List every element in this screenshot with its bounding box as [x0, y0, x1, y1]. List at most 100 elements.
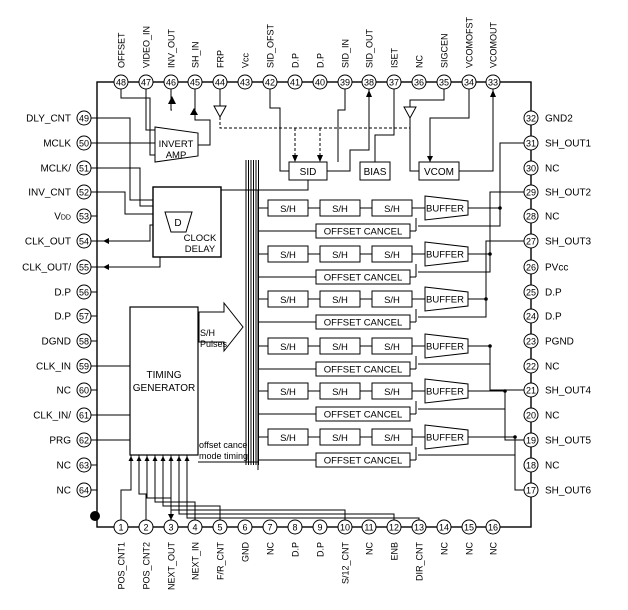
pin-circle: [138, 519, 154, 535]
feedback: [418, 391, 506, 410]
vcomout-wire: [459, 89, 494, 172]
invert-amp-label-2: AMP: [166, 150, 187, 161]
sh-block: [319, 337, 361, 355]
buffer-block: [424, 378, 469, 404]
pin-circle: [523, 482, 539, 498]
sh-block: [267, 382, 309, 400]
pin-number-4: 4: [192, 522, 197, 532]
pin-label-12: ENB: [390, 542, 400, 561]
sh-block: [319, 199, 361, 217]
feedback: [418, 346, 491, 365]
buffer-label: BUFFER: [426, 387, 464, 398]
pin-number-54: 54: [79, 236, 89, 246]
pin-circle: [76, 333, 92, 349]
pin-number-16: 16: [488, 522, 498, 532]
pin-label-58: DGND: [42, 337, 71, 348]
buffer-label: BUFFER: [426, 250, 464, 261]
pin-circle: [76, 308, 92, 324]
pin-number-59: 59: [79, 361, 89, 371]
offset-cancel-block: [315, 314, 411, 330]
pin-64: 64: [76, 482, 92, 498]
d-label: D: [174, 218, 181, 229]
out-route: [489, 191, 524, 254]
pin-8: 8: [287, 519, 303, 535]
timing-label-2: GENERATOR: [133, 383, 195, 394]
pin-number-58: 58: [79, 336, 89, 346]
pin-label-38: SID_OUT: [365, 28, 375, 68]
pin-circle: [76, 110, 92, 126]
pin-circle: [76, 208, 92, 224]
sh-block: [319, 245, 361, 263]
pin-circle: [76, 160, 92, 176]
pin-circle: [113, 519, 129, 535]
sid-in-wire: [337, 89, 346, 162]
pin-6: 6: [237, 519, 253, 535]
pin-circle: [76, 407, 92, 423]
sid-to-bus: [258, 180, 309, 191]
arrowhead-sid-2: [317, 155, 323, 162]
pin-number-31: 31: [526, 138, 536, 148]
pin-7: 7: [262, 519, 278, 535]
arrowhead-sid-out: [366, 90, 372, 97]
sid-block: [288, 161, 328, 181]
pin-circle: [76, 184, 92, 200]
pin-44: 44: [212, 74, 228, 90]
sh-block: [371, 245, 413, 263]
pin-label-15: NC: [465, 542, 475, 555]
pin-number-15: 15: [464, 522, 474, 532]
pin-9: 9: [312, 519, 328, 535]
pin-circle: [523, 208, 539, 224]
pin-circle: [523, 457, 539, 473]
pin-4: 4: [187, 519, 203, 535]
pin-number-42: 42: [265, 77, 275, 87]
pin-label-23: PGND: [545, 337, 574, 348]
pin-2: 2: [138, 519, 154, 535]
pin-circle: [485, 519, 501, 535]
pin-circle: [523, 407, 539, 423]
pin-36: 36: [411, 74, 427, 90]
pin-3: 3: [163, 519, 179, 535]
pin-circle: [461, 74, 477, 90]
pin-circle: [523, 382, 539, 398]
pin-17: 17: [523, 482, 539, 498]
pin-number-49: 49: [79, 113, 89, 123]
sh-label: S/H: [384, 342, 400, 353]
offset-cancel-block: [315, 406, 411, 422]
pin-26: 26: [523, 259, 539, 275]
pin-label-42: SID_OFST: [266, 23, 276, 68]
pin-label-13: DIR_CNT: [415, 542, 425, 582]
pin-number-7: 7: [267, 522, 272, 532]
pin-label-57: D.P: [54, 312, 71, 323]
pin-24: 24: [523, 308, 539, 324]
pin-circle: [287, 519, 303, 535]
offset-cancel-mode-label-1: offset cancel: [199, 440, 249, 450]
pin-label-50: MCLK: [43, 139, 71, 150]
pin-number-61: 61: [79, 410, 89, 420]
pin-label-2: POS_CNT2: [142, 542, 152, 590]
pin-circle: [76, 432, 92, 448]
pin-label-51: MCLK/: [40, 164, 71, 175]
pin-46: 46: [163, 74, 179, 90]
out-route: [489, 346, 524, 391]
pin-49: 49: [76, 110, 92, 126]
pin-number-34: 34: [464, 77, 474, 87]
pin-number-12: 12: [389, 522, 399, 532]
sh-block: [371, 382, 413, 400]
offset-cancel-label: OFFSET CANCEL: [324, 227, 402, 238]
bottom-wire: [186, 455, 420, 520]
pin-circle: [523, 284, 539, 300]
sh-label: S/H: [332, 433, 348, 444]
pin-label-26: PVcc: [545, 263, 568, 274]
buffer-label: BUFFER: [426, 433, 464, 444]
pin-number-39: 39: [340, 77, 350, 87]
inv-cnt-wire: [97, 191, 165, 215]
offset-cancel-block: [315, 269, 411, 285]
pin-61: 61: [76, 407, 92, 423]
pin-42: 42: [262, 74, 278, 90]
pin-23: 23: [523, 333, 539, 349]
clock-delay-label-2: DELAY: [185, 244, 216, 255]
pin-label-16: NC: [489, 542, 499, 555]
pin-number-45: 45: [190, 77, 200, 87]
arrowhead-clk-out: [103, 238, 109, 244]
